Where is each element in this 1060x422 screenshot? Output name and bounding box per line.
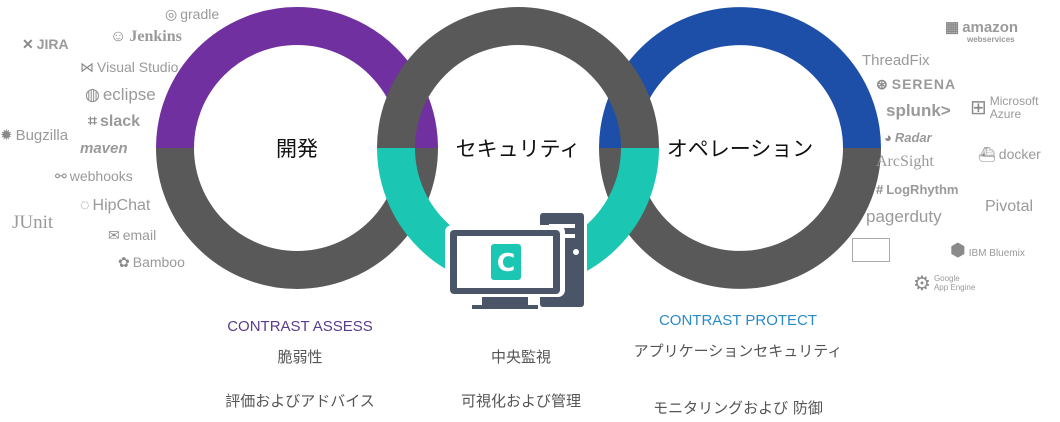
logrhythm-logo: #LogRhythm bbox=[876, 182, 959, 197]
docker-logo: ⛴docker bbox=[978, 146, 1041, 162]
maven-logo: maven bbox=[80, 140, 128, 157]
eclipse-logo: ◍eclipse bbox=[85, 85, 156, 104]
pagerduty-logo: pagerduty bbox=[866, 207, 942, 226]
pivotal-logo: Pivotal bbox=[985, 198, 1034, 215]
serena-icon: ⊛ bbox=[876, 76, 889, 92]
microsoft-azure-icon: ⊞ bbox=[970, 97, 987, 119]
jenkins-logo: ☺Jenkins bbox=[110, 28, 182, 45]
assess-line-2: 評価およびアドバイス bbox=[225, 392, 375, 410]
threadfix-logo: ThreadFix bbox=[862, 52, 930, 69]
contrast-computer-icon: C bbox=[445, 210, 587, 310]
gradle-logo: ◎gradle bbox=[165, 6, 220, 22]
visual-studio-logo: ⋈Visual Studio bbox=[80, 59, 179, 75]
visual-studio-icon: ⋈ bbox=[80, 59, 94, 75]
email-logo: ✉email bbox=[108, 227, 157, 243]
qradar-logo: ◕Radar bbox=[884, 130, 932, 145]
hipchat-icon: ◌ bbox=[80, 197, 90, 214]
bugzilla-icon: ✹ bbox=[0, 127, 13, 144]
gradle-icon: ◎ bbox=[165, 6, 178, 22]
jenkins-icon: ☺ bbox=[110, 28, 127, 45]
security-label: セキュリティ bbox=[455, 137, 581, 161]
serena-logo: ⊛SERENA bbox=[876, 76, 957, 92]
arcsight-logo: ArcSight bbox=[876, 153, 934, 170]
email-icon: ✉ bbox=[108, 227, 120, 243]
bamboo-logo: ✿Bamboo bbox=[118, 254, 185, 270]
contrast-logo-badge bbox=[491, 244, 521, 280]
contrast-logo-letter: C bbox=[497, 248, 515, 277]
webhooks-icon: ⚯ bbox=[55, 168, 67, 184]
google-app-engine-icon: ⚙ bbox=[913, 273, 931, 295]
central-line-2: 可視化および管理 bbox=[460, 392, 582, 410]
webhooks-logo: ⚯webhooks bbox=[55, 168, 133, 184]
logrhythm-icon: # bbox=[876, 182, 884, 197]
ibm-bluemix-logo: ⬢IBM Bluemix bbox=[950, 240, 1025, 260]
security-tool-badge bbox=[852, 238, 890, 262]
slack-logo: ⌗slack bbox=[88, 113, 141, 130]
bamboo-icon: ✿ bbox=[118, 254, 130, 270]
assess-line-1: 脆弱性 bbox=[277, 348, 323, 366]
eclipse-icon: ◍ bbox=[85, 85, 100, 104]
protect-line-1: アプリケーションセキュリティ bbox=[633, 342, 843, 360]
contrast-protect-title: CONTRAST PROTECT bbox=[658, 312, 818, 329]
contrast-assess-title: CONTRAST ASSESS bbox=[227, 318, 373, 335]
bugzilla-logo: ✹Bugzilla bbox=[0, 127, 69, 144]
amazon-web-services-icon: ▦ bbox=[945, 19, 960, 36]
central-line-1: 中央監視 bbox=[490, 348, 552, 366]
splunk-logo: splunk> bbox=[886, 101, 951, 120]
protect-line-2: モニタリングおよび 防御 bbox=[653, 399, 823, 417]
docker-icon: ⛴ bbox=[978, 146, 996, 162]
qradar-icon: ◕ bbox=[884, 130, 892, 145]
operations-label: オペレーション bbox=[666, 137, 814, 161]
junit-logo: JUnit bbox=[12, 212, 54, 233]
slack-icon: ⌗ bbox=[88, 113, 98, 130]
jira-icon: ✕ bbox=[22, 36, 34, 52]
ibm-bluemix-icon: ⬢ bbox=[950, 240, 966, 260]
security-ring-top-arc bbox=[377, 7, 659, 149]
jira-logo: ✕JIRA bbox=[22, 36, 69, 52]
hipchat-logo: ◌HipChat bbox=[80, 197, 151, 214]
development-label: 開発 bbox=[276, 137, 318, 161]
